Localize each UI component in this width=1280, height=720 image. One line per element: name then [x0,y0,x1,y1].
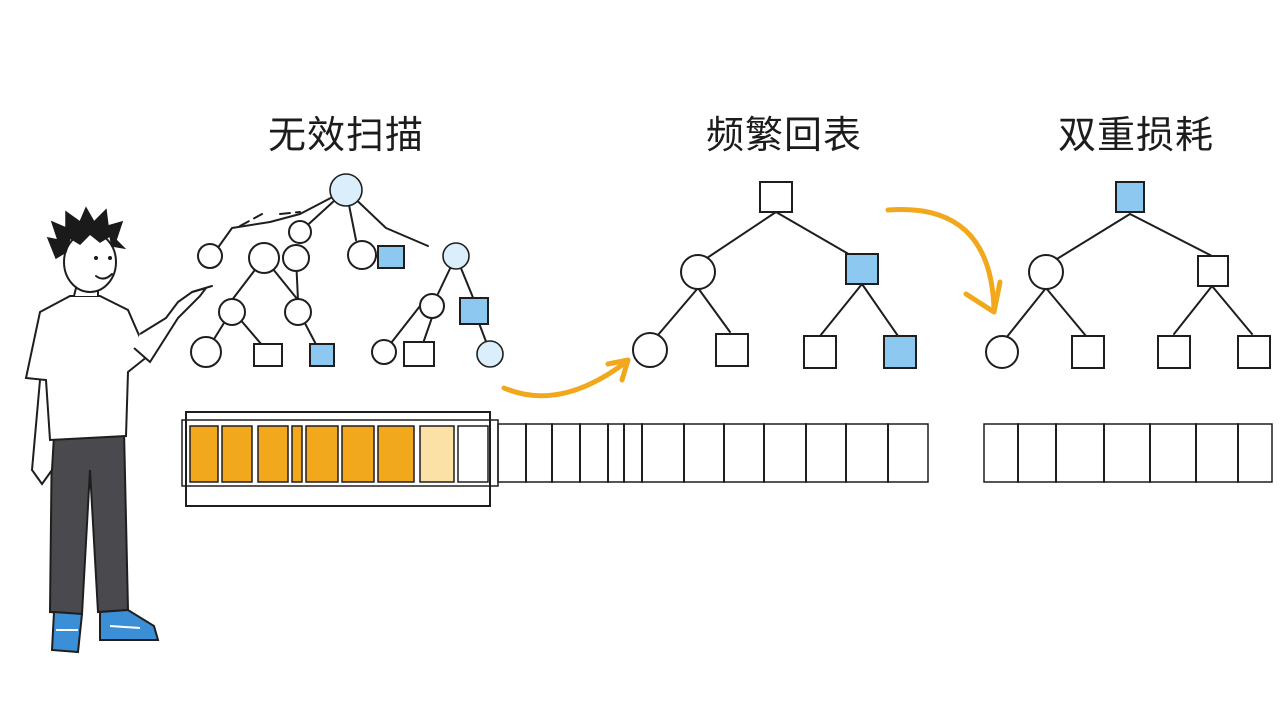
title-frequent-lookup: 频繁回表 [706,113,863,157]
title-invalid-scan: 无效扫描 [268,113,425,157]
title-double-loss: 双重损耗 [1058,113,1215,157]
scan-bar [181,411,499,507]
curved-arrow-right-head-icon [605,357,631,383]
curved-arrow-down-icon [885,206,997,311]
curved-arrow-right-icon [501,359,629,399]
tree-invalid-scan [190,173,504,368]
table-row-cells-middle [497,423,929,483]
tree-double-loss [985,181,1271,369]
person-pointing-icon [24,206,213,654]
curved-arrow-down-head-icon [963,279,1003,315]
tree-frequent-lookup [632,181,917,369]
table-row-cells-right [983,423,1273,483]
